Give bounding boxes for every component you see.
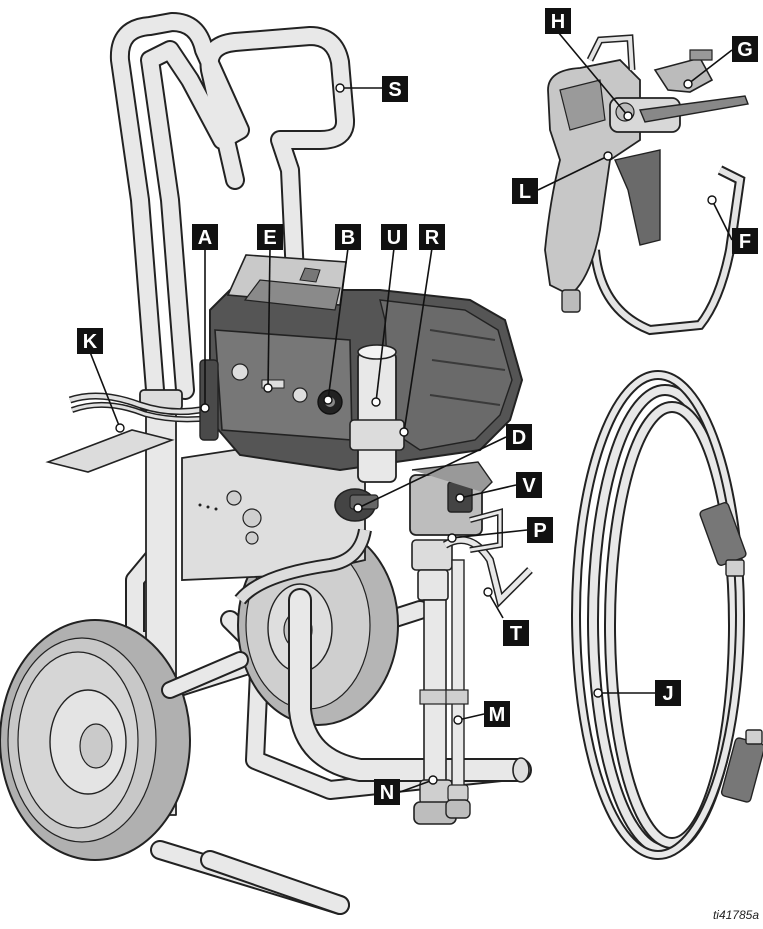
callout-B: B xyxy=(335,224,361,250)
callout-G: G xyxy=(732,36,758,62)
callout-label-J: J xyxy=(662,683,673,705)
callout-label-H: H xyxy=(551,11,565,33)
coiled-hose xyxy=(571,370,763,860)
callout-label-K: K xyxy=(83,331,98,353)
callout-label-T: T xyxy=(510,623,522,645)
callout-label-B: B xyxy=(341,227,355,249)
callout-label-V: V xyxy=(522,475,536,497)
callout-label-N: N xyxy=(380,782,394,804)
front-wheel xyxy=(0,619,191,861)
callout-label-G: G xyxy=(737,39,753,61)
callout-N: N xyxy=(374,779,400,805)
callout-label-E: E xyxy=(263,227,276,249)
callout-T: T xyxy=(503,620,529,646)
callout-M: M xyxy=(484,701,510,727)
callout-label-A: A xyxy=(198,227,212,249)
figure-id: ti41785a xyxy=(712,908,759,922)
filter-canister xyxy=(349,344,405,483)
callout-P: P xyxy=(527,517,553,543)
callout-A: A xyxy=(192,224,218,250)
callout-label-L: L xyxy=(519,181,531,203)
callout-label-D: D xyxy=(512,427,526,449)
callout-label-R: R xyxy=(425,227,440,249)
leader-dots xyxy=(115,79,717,785)
callout-H: H xyxy=(545,8,571,34)
siphon-tubes xyxy=(411,508,533,825)
drain-hose xyxy=(234,528,372,605)
callout-L: L xyxy=(512,178,538,204)
base-frame xyxy=(161,588,532,915)
callout-label-S: S xyxy=(388,79,401,101)
callout-V: V xyxy=(516,472,542,498)
callout-label-F: F xyxy=(739,231,751,253)
callout-label-M: M xyxy=(489,704,506,726)
callout-E: E xyxy=(257,224,283,250)
callout-R: R xyxy=(419,224,445,250)
callout-label-P: P xyxy=(533,520,546,542)
callout-U: U xyxy=(381,224,407,250)
callout-label-U: U xyxy=(387,227,401,249)
callout-D: D xyxy=(506,424,532,450)
spray-gun xyxy=(544,34,749,336)
callout-S: S xyxy=(382,76,408,102)
leader-lines xyxy=(89,31,733,793)
pump-block xyxy=(409,461,493,536)
callout-K: K xyxy=(77,328,103,354)
callout-J: J xyxy=(655,680,681,706)
power-cord-hook xyxy=(45,392,211,473)
callout-F: F xyxy=(732,228,758,254)
